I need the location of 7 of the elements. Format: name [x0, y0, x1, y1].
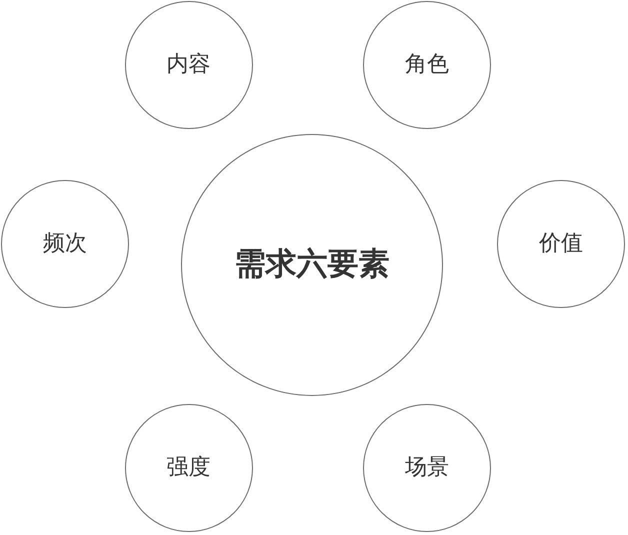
element-label: 内容: [166, 52, 210, 78]
center-title: 需求六要素: [234, 246, 390, 284]
element-label: 角色: [405, 52, 449, 78]
element-label: 价值: [539, 230, 583, 258]
element-label: 场景: [405, 454, 449, 482]
element-label: 频次: [43, 230, 87, 258]
element-label: 强度: [166, 454, 210, 482]
